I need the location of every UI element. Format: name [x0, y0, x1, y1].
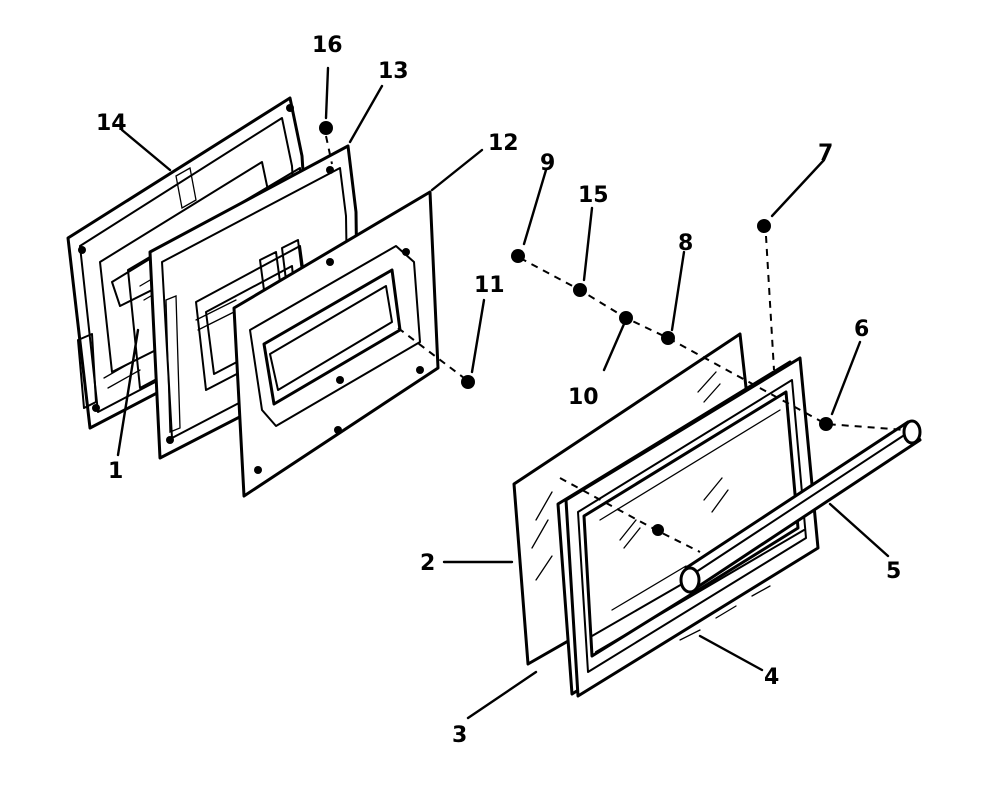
callout-1: 1: [108, 459, 123, 484]
part-9-screw: [511, 249, 525, 263]
callout-13: 13: [378, 59, 409, 84]
part-12-front-panel: [232, 190, 440, 498]
fastener-row: [511, 249, 907, 431]
callout-4: 4: [764, 665, 779, 690]
part-7-screw: [757, 219, 775, 371]
callout-12: 12: [488, 131, 519, 156]
callout-9: 9: [540, 151, 555, 176]
callout-5: 5: [886, 559, 901, 584]
callout-16: 16: [312, 33, 343, 58]
part-5-door-handle: [679, 419, 922, 594]
part-16-screw: [319, 121, 333, 165]
part-6-screw: [819, 417, 833, 431]
part-15-screw: [573, 283, 587, 297]
callout-11: 11: [474, 273, 505, 298]
callout-10: 10: [568, 385, 599, 410]
callout-3: 3: [452, 723, 467, 748]
callout-14: 14: [96, 111, 127, 136]
callout-15: 15: [578, 183, 609, 208]
callout-6: 6: [854, 317, 869, 342]
part-4-door-frame: [564, 356, 820, 698]
glass-clip: [652, 524, 664, 536]
callout-8: 8: [678, 231, 693, 256]
callout-2: 2: [420, 551, 435, 576]
part-11-screw: [397, 327, 475, 389]
part-8-screw: [661, 331, 675, 345]
part-10-screw: [619, 311, 633, 325]
leader-lines: [116, 66, 890, 720]
callout-7: 7: [818, 141, 833, 166]
callout-labels: 14 16 13 12 1 11 9 15 10 8 7 6 5 2 3 4: [96, 33, 901, 748]
